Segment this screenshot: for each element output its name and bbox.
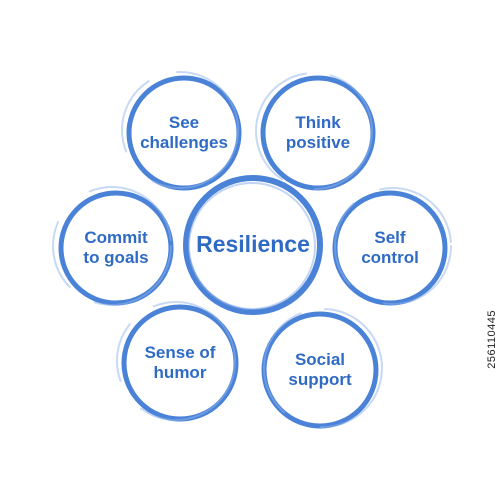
ring-think-positive bbox=[255, 72, 376, 191]
ring-self-control bbox=[332, 187, 452, 306]
ring-commit-to-goals bbox=[52, 186, 174, 306]
node-label-think-positive: Think positive bbox=[285, 112, 351, 152]
ring-social-support bbox=[261, 308, 383, 429]
ring-see-challenges bbox=[121, 71, 242, 191]
ring-sense-of-humor bbox=[116, 301, 239, 422]
stock-id-watermark: 256110445 bbox=[486, 310, 498, 369]
node-label-see-challenges: See challenges bbox=[140, 112, 228, 152]
node-label-self-control: Self control bbox=[361, 227, 419, 267]
node-label-sense-of-humor: Sense of humor bbox=[144, 342, 216, 382]
node-label-commit-to-goals: Commit to goals bbox=[83, 227, 149, 267]
node-label-social-support: Social support bbox=[288, 349, 352, 389]
ring-resilience bbox=[183, 175, 323, 315]
center-label: Resilience bbox=[196, 231, 310, 258]
